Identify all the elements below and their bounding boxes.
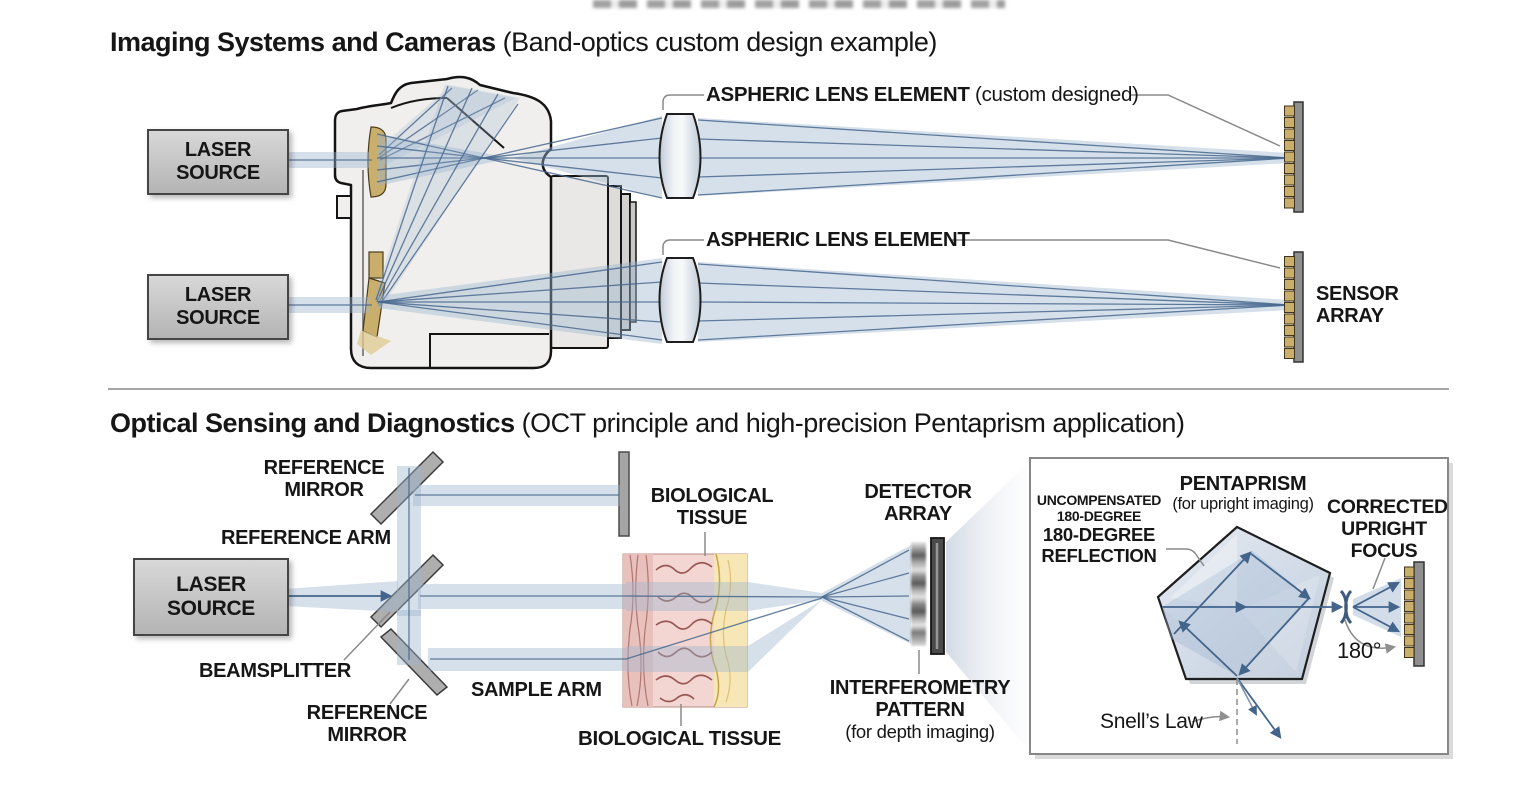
- laser-source-box-1: LASER SOURCE: [147, 129, 289, 195]
- section1-title-bold: Imaging Systems and Cameras: [110, 27, 496, 57]
- reference-arm-label: REFERENCE ARM: [221, 527, 391, 549]
- section-divider: [108, 388, 1449, 390]
- biological-tissue-top-line1: BIOLOGICAL: [650, 485, 774, 507]
- sensor-array-label-line2: ARRAY: [1316, 305, 1384, 328]
- pentaprism-title: PENTAPRISM: [1179, 473, 1307, 495]
- laser-source-3-line2: SOURCE: [166, 597, 256, 620]
- magnifier-wedge: [946, 460, 1031, 753]
- sample-arm-label: SAMPLE ARM: [471, 679, 602, 701]
- reference-mirror-bottom-label: REFERENCE MIRROR: [300, 702, 434, 747]
- angle-180-arrow: [1344, 619, 1397, 654]
- corrected-upright-focus-label: CORRECTED UPRIGHT FOCUS: [1327, 496, 1448, 562]
- laser-beams-bottom-system: [285, 84, 1291, 344]
- aspheric-lens-label-2: ASPHERIC LENS ELEMENT: [706, 228, 970, 252]
- oct-mirrors: [369, 450, 630, 697]
- oct-beams: [285, 466, 911, 672]
- corrected-line2: UPRIGHT: [1341, 517, 1427, 540]
- laser-beams-top-system: [285, 86, 1291, 199]
- reference-mirror-top-line1: REFERENCE: [263, 457, 385, 479]
- inset-leader-lines: [1166, 548, 1386, 590]
- label-leader-lines-s1: [662, 94, 1281, 269]
- laser-source-2-line2: SOURCE: [176, 307, 260, 329]
- laser-source-1-line2: SOURCE: [176, 162, 260, 184]
- detector-array-line1: DETECTOR: [864, 481, 972, 503]
- reference-mirror-top-label: REFERENCE MIRROR: [258, 457, 390, 502]
- reference-mirror-top-line2: MIRROR: [284, 479, 364, 502]
- aspheric-lens-label-1-bold: ASPHERIC LENS ELEMENT: [706, 83, 970, 106]
- pentaprism-sub: (for upright imaging): [1172, 495, 1314, 514]
- uncompensated-line3: 180-DEGREE: [1042, 524, 1156, 546]
- corrected-line1: CORRECTED: [1327, 496, 1448, 518]
- biological-tissue-top-line2: TISSUE: [676, 507, 748, 530]
- inset-sensor-strip: [1404, 561, 1425, 667]
- label-leader-lines-s2: [343, 532, 920, 726]
- sensor-array-label: SENSOR ARRAY: [1316, 283, 1399, 328]
- detector-array-bar: [930, 537, 945, 655]
- section1-title-sub: (Band-optics custom design example): [495, 27, 938, 57]
- pentaprism-label: PENTAPRISM (for upright imaging): [1163, 473, 1323, 514]
- inset-exit-beams: [1344, 578, 1401, 654]
- interference-pattern: [911, 542, 926, 646]
- sensor-array-2: [1284, 251, 1304, 363]
- tissue-illustration: [622, 553, 748, 708]
- uncompensated-line4: REFLECTION: [1041, 545, 1157, 567]
- aspheric-lens-label-1: ASPHERIC LENS ELEMENT (custom designed): [706, 83, 1139, 107]
- cropped-text-fragment: [593, 0, 1005, 8]
- camera-body: [333, 75, 553, 370]
- reference-mirror-bottom-line2: MIRROR: [327, 724, 407, 747]
- section1-title: Imaging Systems and Cameras (Band-optics…: [110, 27, 937, 58]
- reference-mirror-bottom-line1: REFERENCE: [306, 702, 428, 724]
- laser-source-3-line1: LASER: [176, 572, 246, 596]
- biological-tissue-top-label: BIOLOGICAL TISSUE: [646, 485, 778, 530]
- aspheric-lens-label-2-bold: ASPHERIC LENS ELEMENT: [706, 228, 970, 251]
- interferometry-sub: (for depth imaging): [845, 720, 995, 742]
- section2-title-bold: Optical Sensing and Diagnostics: [110, 408, 515, 438]
- snells-law-construction: [1191, 677, 1282, 744]
- laser-source-box-3: LASER SOURCE: [133, 558, 289, 636]
- aspheric-lens-2: [658, 257, 702, 343]
- laser-source-1-line1: LASER: [184, 139, 252, 161]
- beamsplitter-label: BEAMSPLITTER: [199, 660, 351, 682]
- aspheric-lens-1: [658, 113, 702, 199]
- sensor-array-1: [1284, 101, 1304, 213]
- uncompensated-label: UNCOMPENSATED 180-DEGREE 180-DEGREE REFL…: [1031, 492, 1167, 567]
- corrected-line3: FOCUS: [1350, 539, 1418, 562]
- biological-tissue-bottom-label: BIOLOGICAL TISSUE: [578, 727, 781, 750]
- camera-lens-barrel: [550, 175, 637, 349]
- laser-source-2-line1: LASER: [184, 284, 252, 306]
- section2-title: Optical Sensing and Diagnostics (OCT pri…: [110, 408, 1185, 439]
- uncompensated-line2: 180-DEGREE: [1056, 508, 1142, 525]
- interferometry-line2: PATTERN: [875, 699, 965, 722]
- interferometry-label: INTERFEROMETRY PATTERN (for depth imagin…: [826, 677, 1014, 743]
- angle-180-label: 180°: [1337, 638, 1382, 663]
- sensor-array-label-line1: SENSOR: [1316, 283, 1399, 305]
- laser-source-box-2: LASER SOURCE: [147, 274, 289, 340]
- section2-title-sub: (OCT principle and high-precision Pentap…: [514, 408, 1185, 438]
- pentaprism-beams: [1162, 551, 1344, 677]
- interferometry-line1: INTERFEROMETRY: [829, 677, 1011, 699]
- inset-exit-lens: [1339, 589, 1353, 625]
- camera-mirror-elements: [357, 126, 391, 355]
- mirror-glow: [357, 330, 391, 355]
- uncompensated-line1: UNCOMPENSATED: [1036, 492, 1162, 508]
- detector-array-line2: ARRAY: [884, 503, 952, 526]
- aspheric-lens-label-1-sub: (custom designed): [969, 83, 1139, 106]
- detector-array-label: DETECTOR ARRAY: [855, 481, 981, 526]
- snells-law-label: Snell’s Law: [1100, 710, 1203, 733]
